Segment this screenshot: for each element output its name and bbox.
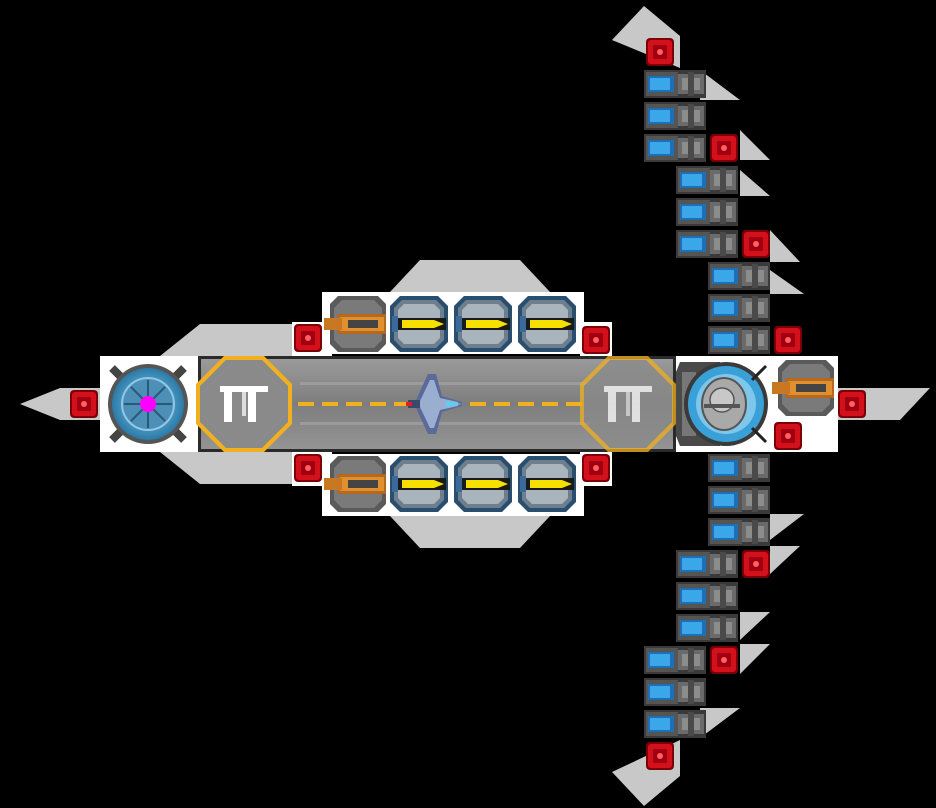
armor-block-icon[interactable] (582, 326, 610, 354)
upper-wing-fins (700, 70, 804, 294)
missile-launcher-icon-bottom-3[interactable] (518, 456, 576, 512)
armor-block-icon[interactable] (838, 390, 866, 418)
armor-block-icon[interactable] (294, 324, 322, 352)
landing-pad-icon-right[interactable] (580, 356, 676, 452)
thruster-icon[interactable] (708, 518, 770, 546)
thruster-icon[interactable] (676, 230, 738, 258)
thruster-icon[interactable] (676, 614, 738, 642)
missile-launcher-icon-top-3[interactable] (518, 296, 576, 352)
shield-generator-icon[interactable] (676, 362, 768, 446)
thruster-icon[interactable] (676, 582, 738, 610)
armor-block-icon[interactable] (774, 326, 802, 354)
landing-pad-icon-left[interactable] (196, 356, 292, 452)
thruster-icon[interactable] (644, 70, 706, 98)
reactor-core-icon[interactable] (108, 364, 188, 444)
thruster-icon[interactable] (708, 454, 770, 482)
missile-launcher-icon-bottom-2[interactable] (454, 456, 512, 512)
missile-launcher-icon-bottom-1[interactable] (390, 456, 448, 512)
thruster-icon[interactable] (676, 166, 738, 194)
thruster-icon[interactable] (644, 102, 706, 130)
thruster-icon[interactable] (644, 646, 706, 674)
armor-block-icon[interactable] (774, 422, 802, 450)
fighter-ship-icon[interactable] (406, 374, 462, 434)
cannon-turret-icon-right[interactable] (772, 360, 834, 416)
thruster-icon[interactable] (644, 134, 706, 162)
armor-block-icon[interactable] (710, 134, 738, 162)
thruster-icon[interactable] (708, 326, 770, 354)
thruster-icon[interactable] (708, 262, 770, 290)
thruster-icon[interactable] (644, 710, 706, 738)
cannon-turret-icon-top[interactable] (324, 296, 386, 352)
armor-block-icon[interactable] (742, 550, 770, 578)
thruster-icon[interactable] (676, 550, 738, 578)
armor-block-icon[interactable] (70, 390, 98, 418)
missile-launcher-icon-top-1[interactable] (390, 296, 448, 352)
thruster-icon[interactable] (676, 198, 738, 226)
thruster-icon[interactable] (644, 678, 706, 706)
lower-wing-fins (700, 514, 804, 738)
thruster-icon[interactable] (708, 486, 770, 514)
runway-markings (298, 402, 582, 406)
armor-block-icon[interactable] (646, 742, 674, 770)
armor-block-icon[interactable] (742, 230, 770, 258)
armor-block-icon[interactable] (710, 646, 738, 674)
thruster-icon[interactable] (708, 294, 770, 322)
missile-launcher-icon-top-2[interactable] (454, 296, 512, 352)
cannon-turret-icon-bottom[interactable] (324, 456, 386, 512)
armor-block-icon[interactable] (582, 454, 610, 482)
armor-block-icon[interactable] (646, 38, 674, 66)
armor-block-icon[interactable] (294, 454, 322, 482)
